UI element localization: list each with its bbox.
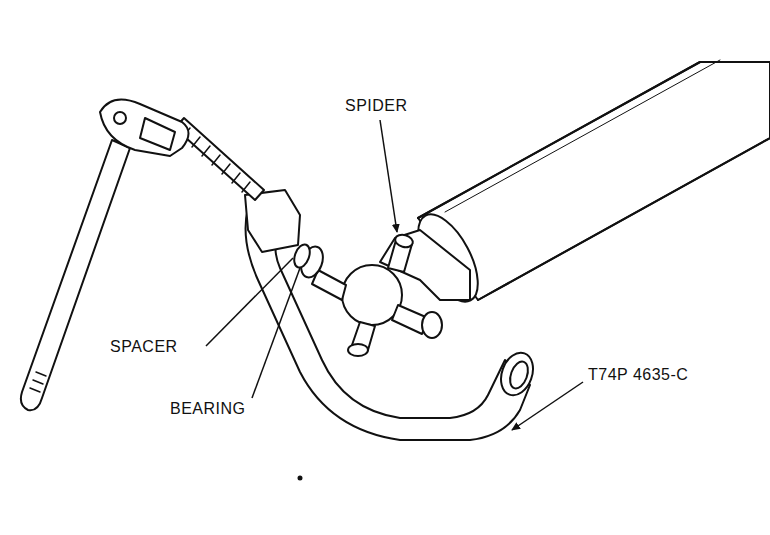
part-label: SPACER [108,338,180,356]
part-label: T74P 4635-C [586,366,690,384]
spider-cap [422,312,442,338]
spider-cap [394,233,414,249]
part-label: SPIDER [343,97,410,115]
leader-line [252,268,300,398]
leader-line [206,258,293,346]
spacer [291,242,312,269]
leader-line [512,382,583,430]
spider-cap [348,344,368,356]
part-label: BEARING [168,400,248,418]
leader-line [380,120,397,232]
ratchet-head [100,100,189,157]
frame-bore [495,348,538,400]
ratchet-handle [21,140,130,410]
